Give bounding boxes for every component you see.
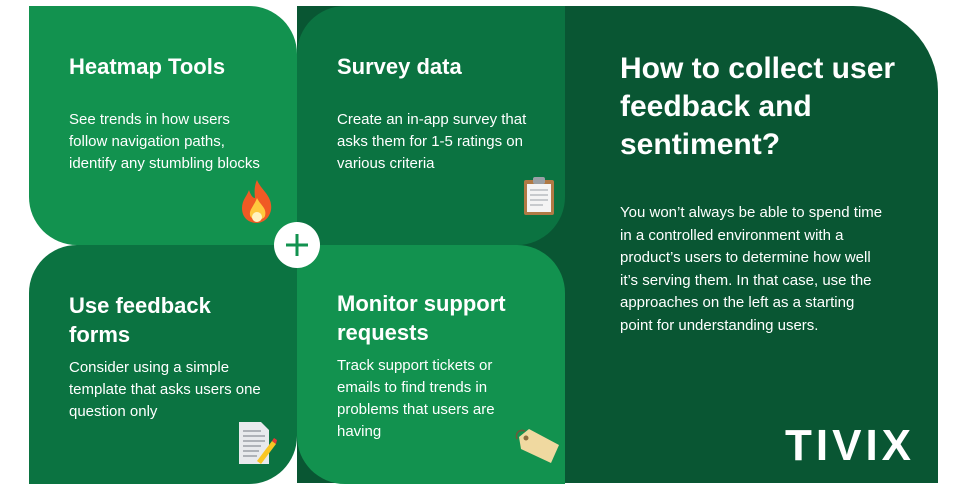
card-feedback-forms: Use feedback forms Consider using a simp… (29, 245, 297, 484)
card-title: Monitor support requests (337, 291, 506, 345)
memo-icon (237, 421, 277, 470)
main-body: You won’t always be able to spend time i… (620, 204, 883, 334)
plus-icon (274, 222, 320, 268)
card-body: Consider using a simple template that as… (69, 359, 261, 420)
card-title: Use feedback forms (69, 293, 211, 347)
card-survey-data: Survey data Create an in-app survey that… (297, 6, 565, 245)
fire-icon (239, 178, 275, 229)
intro-text: How to collect user feedback and sentime… (620, 50, 920, 337)
card-title: Survey data (337, 54, 462, 79)
card-heatmap-tools: Heatmap Tools See trends in how users fo… (29, 6, 297, 245)
main-title: How to collect user feedback and sentime… (620, 52, 896, 161)
clipboard-icon (523, 176, 555, 221)
card-title: Heatmap Tools (69, 54, 226, 79)
tag-icon (515, 425, 561, 470)
card-body: See trends in how users follow navigatio… (69, 111, 260, 172)
tivix-logo: TIVIX (785, 421, 916, 470)
card-support-requests: Monitor support requests Track support t… (297, 245, 565, 484)
card-body: Track support tickets or emails to find … (337, 357, 495, 440)
card-body: Create an in-app survey that asks them f… (337, 111, 527, 172)
